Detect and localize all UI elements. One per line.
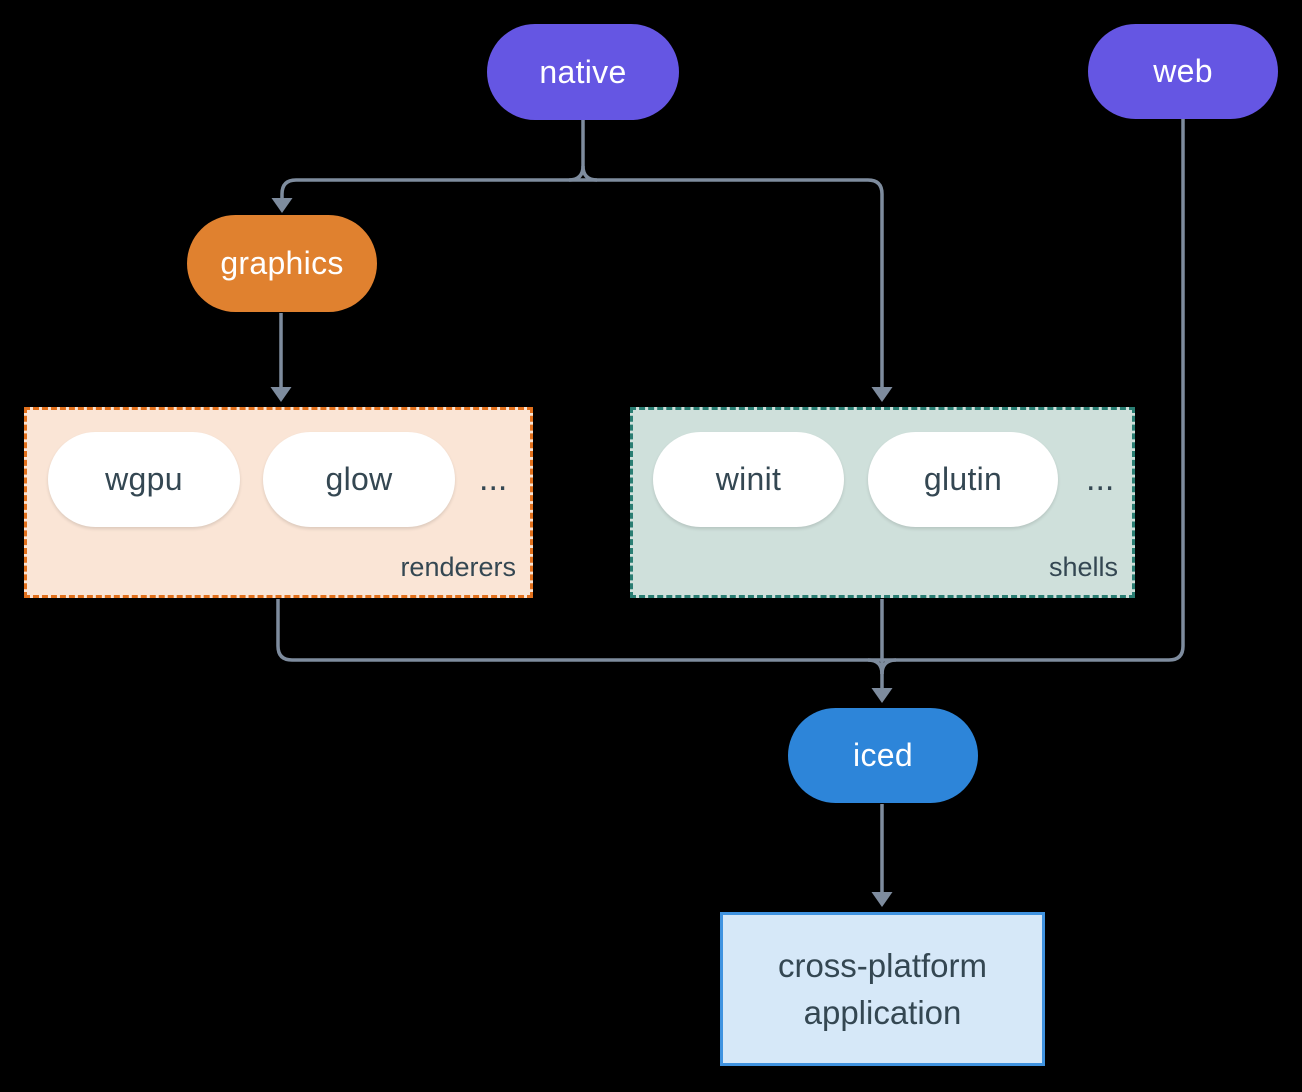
edge-native-flare-right (581, 165, 598, 182)
shells-label: shells (1048, 552, 1118, 582)
node-iced: iced (788, 708, 978, 803)
app-label: cross-platform application (777, 947, 988, 1031)
shells-ellipsis: ... (1086, 460, 1115, 498)
edge-renderers-join (276, 599, 293, 662)
arrowhead-shells (871, 387, 893, 402)
renderers-label: renderers (400, 552, 516, 582)
node-glutin: glutin (868, 432, 1058, 527)
arrowhead-graphics (271, 198, 293, 213)
node-glow: glow (263, 432, 455, 527)
node-cross-platform-application: cross-platform application (720, 912, 1045, 1066)
node-graphics: graphics (187, 215, 377, 312)
edge-corner-to-shells (867, 178, 884, 388)
arrowhead-iced (871, 688, 893, 703)
group-renderers: wgpu glow ... renderers (24, 407, 533, 598)
node-wgpu: wgpu (48, 432, 240, 527)
edge-join-flare-left (867, 658, 884, 675)
node-native: native (487, 24, 679, 120)
node-winit: winit (653, 432, 844, 527)
edge-corner-to-graphics (280, 178, 297, 198)
renderers-ellipsis: ... (479, 460, 508, 498)
edge-native-flare-left (568, 165, 585, 182)
group-shells: winit glutin ... shells (630, 407, 1135, 598)
edge-join-flare-right (880, 658, 897, 675)
edge-web-join (1168, 119, 1185, 662)
arrowhead-renderers (270, 387, 292, 402)
arrowhead-app (871, 892, 893, 907)
node-web: web (1088, 24, 1278, 119)
